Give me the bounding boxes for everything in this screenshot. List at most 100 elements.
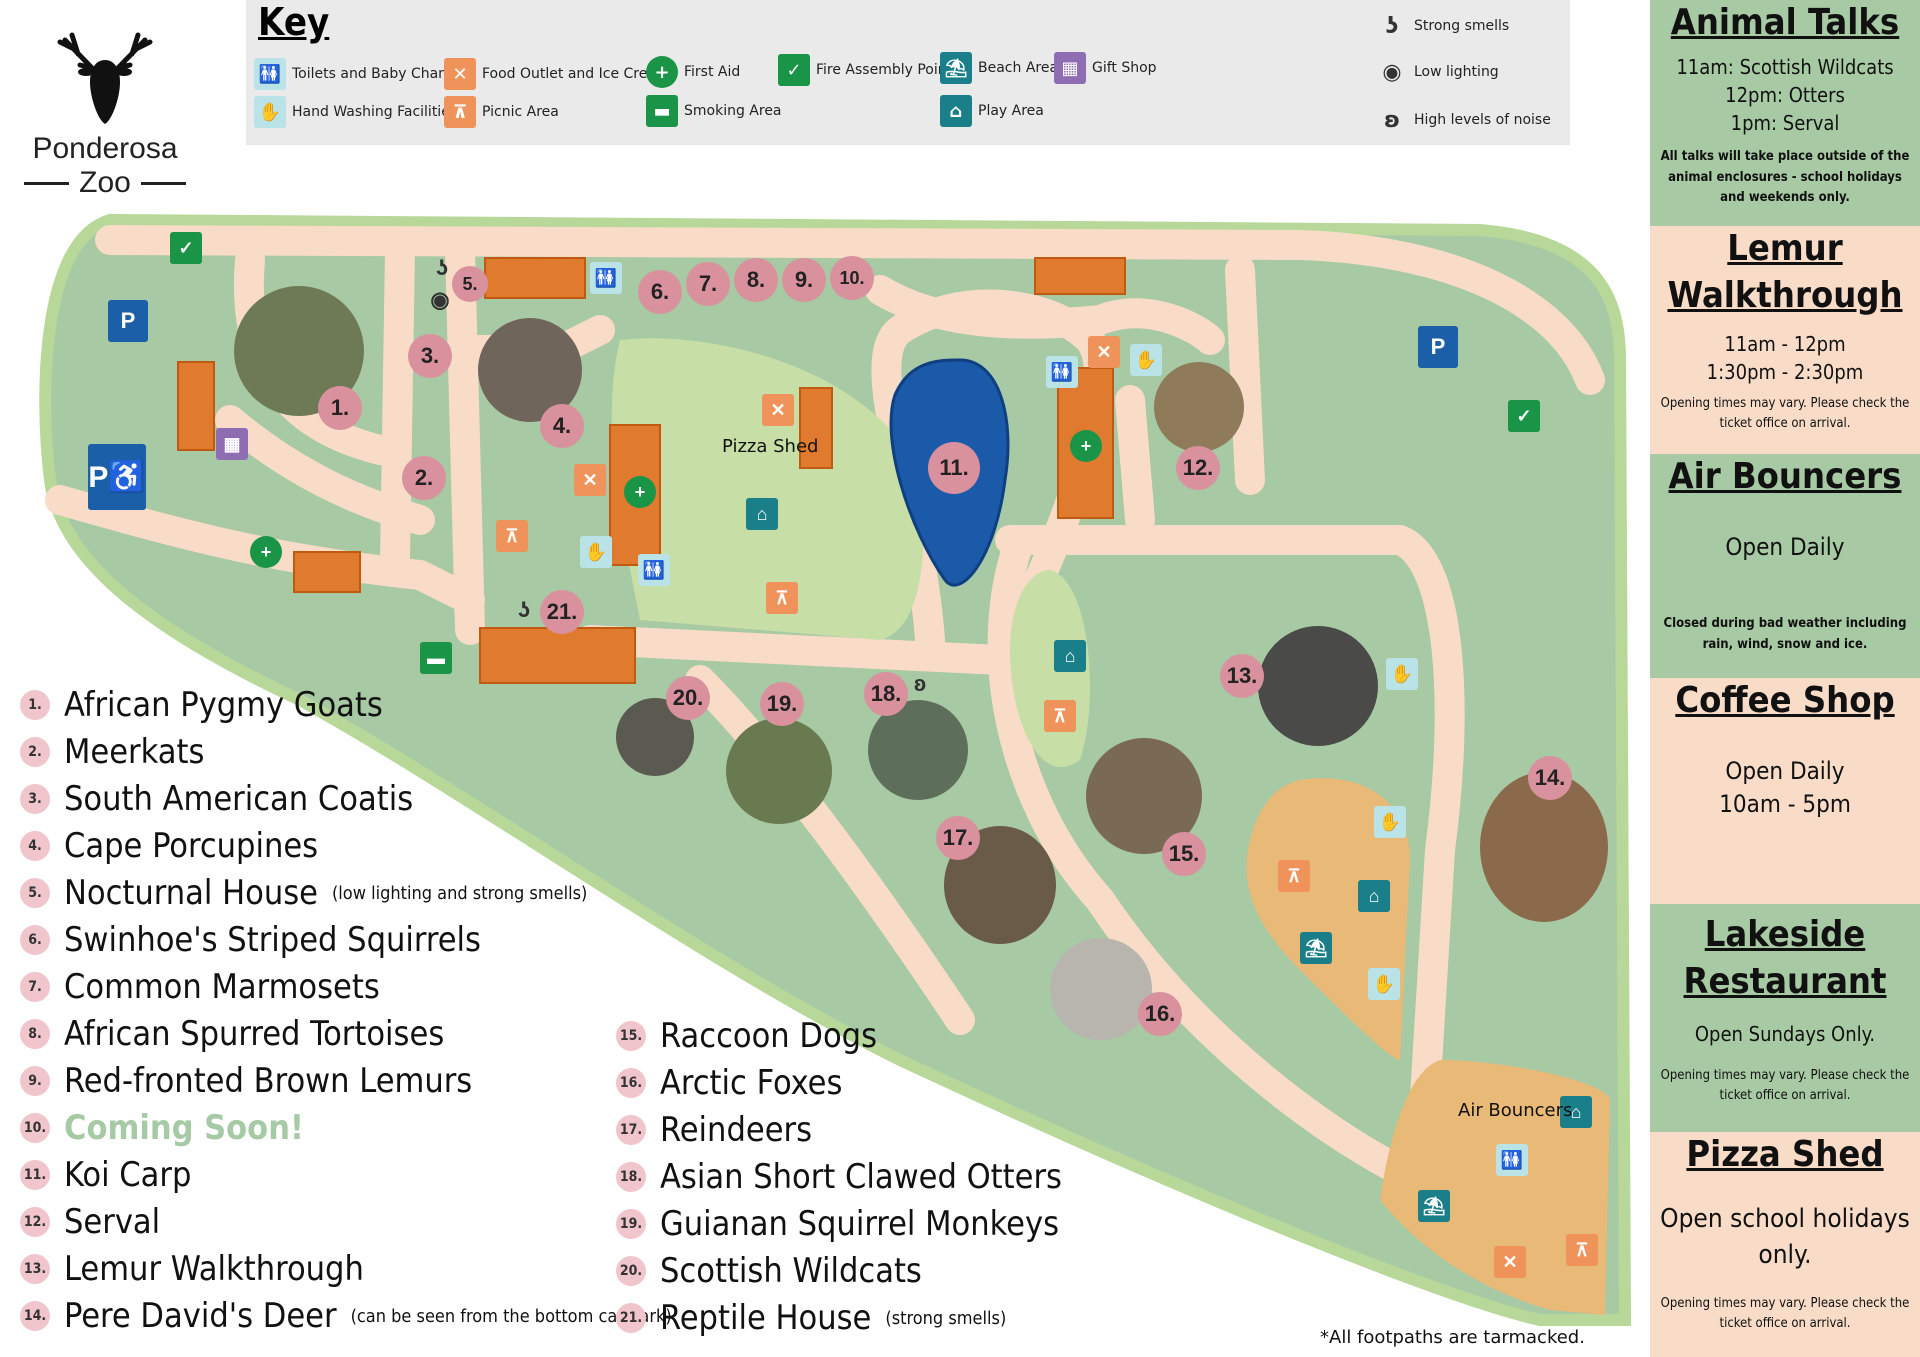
map-key: Key 🚻Toilets and Baby Change ✋Hand Washi… [246, 0, 1570, 145]
pin-16[interactable]: 16. [1138, 992, 1182, 1036]
squirrel-monkey-photo [726, 718, 832, 824]
parking-icon: P [1418, 326, 1458, 368]
food-outlet-icon: ✕ [1494, 1246, 1526, 1278]
fire-assembly-point-icon: ✓ [170, 232, 202, 264]
otter-photo [868, 700, 968, 800]
pin-20[interactable]: 20. [666, 676, 710, 720]
pin-6[interactable]: 6. [638, 270, 682, 314]
first-aid-icon: + [624, 476, 656, 508]
picnic-table-icon: ⊼ [1566, 1234, 1598, 1266]
hand-washing-icon: ✋ [1130, 344, 1162, 376]
key-low-lighting: ◉Low lighting [1376, 56, 1498, 88]
playground-icon: ⌂ [1560, 1096, 1592, 1128]
nose-icon: ʖ [517, 597, 531, 622]
legend-item: 12.Serval [20, 1202, 160, 1242]
food-outlet-icon: ✕ [444, 58, 476, 90]
fire-assembly-point-icon: ✓ [1508, 400, 1540, 432]
key-play: ⌂Play Area [940, 95, 1044, 127]
pin-12[interactable]: 12. [1176, 446, 1220, 490]
pin-13[interactable]: 13. [1220, 654, 1264, 698]
pin-15[interactable]: 15. [1162, 832, 1206, 876]
legend-item: 8.African Spurred Tortoises [20, 1014, 444, 1054]
legend-item: 5.Nocturnal House(low lighting and stron… [20, 873, 587, 913]
ear-icon: ʚ [1383, 107, 1401, 133]
toilets-icon: 🚻 [638, 554, 670, 586]
air-bouncers-panel: Air Bouncers Open Daily Closed during ba… [1650, 454, 1920, 678]
pin-17[interactable]: 17. [936, 816, 980, 860]
legend-item: 20.Scottish Wildcats [616, 1251, 922, 1291]
parking-icon: P [108, 300, 148, 342]
picnic-table-icon: ⊼ [1278, 860, 1310, 892]
arctic-fox-photo [1050, 938, 1152, 1040]
legend-item: 17.Reindeers [616, 1110, 812, 1150]
pin-5[interactable]: 5. [452, 266, 488, 302]
pin-18[interactable]: 18. [864, 672, 908, 716]
key-toilets: 🚻Toilets and Baby Change [254, 58, 465, 90]
air-bouncers-label: Air Bouncers [1458, 1100, 1573, 1121]
nose-icon: ʖ [435, 255, 449, 280]
hand-washing-icon: ✋ [1386, 658, 1418, 690]
pin-14[interactable]: 14. [1528, 756, 1572, 800]
picnic-table-icon: ⊼ [444, 96, 476, 128]
nose-icon: ʖ [1385, 13, 1399, 39]
hand-washing-icon: ✋ [1374, 806, 1406, 838]
gift-icon: ▦ [1054, 52, 1086, 84]
pin-3[interactable]: 3. [408, 334, 452, 378]
deer-head-icon [57, 32, 153, 124]
pin-1[interactable]: 1. [318, 386, 362, 430]
toilets-icon: 🚻 [254, 58, 286, 90]
legend-item: 14.Pere David's Deer(can be seen from th… [20, 1296, 672, 1336]
zoo-logo: Ponderosa Zoo [10, 20, 200, 199]
pin-19[interactable]: 19. [760, 682, 804, 726]
smoking-icon: ▬ [420, 642, 452, 674]
eye-icon: ◉ [1382, 59, 1402, 85]
legend-item: 9.Red-fronted Brown Lemurs [20, 1061, 472, 1101]
legend-item: 10.Coming Soon! [20, 1108, 304, 1148]
key-hand-washing: ✋Hand Washing Facilities [254, 96, 457, 128]
legend-item: 4.Cape Porcupines [20, 826, 318, 866]
bucket-spade-icon: ⛱ [1300, 932, 1332, 964]
playground-icon: ⌂ [746, 498, 778, 530]
playground-icon: ⌂ [1054, 640, 1086, 672]
legend-item: 19.Guianan Squirrel Monkeys [616, 1204, 1059, 1244]
checkmark-icon: ✓ [778, 54, 810, 86]
key-smoking: ▬Smoking Area [646, 95, 782, 127]
picnic-table-icon: ⊼ [496, 520, 528, 552]
pin-4[interactable]: 4. [540, 404, 584, 448]
pin-10[interactable]: 10. [830, 256, 874, 300]
serval-photo [1154, 362, 1244, 452]
legend-item: 11.Koi Carp [20, 1155, 191, 1195]
pin-21[interactable]: 21. [540, 590, 584, 634]
key-food: ✕Food Outlet and Ice Cream [444, 58, 670, 90]
bucket-spade-icon: ⛱ [940, 52, 972, 84]
first-aid-icon: + [646, 56, 678, 88]
animal-talks-title: Animal Talks [1670, 2, 1900, 43]
smoking-icon: ▬ [646, 95, 678, 127]
hand-washing-icon: ✋ [580, 536, 612, 568]
pin-7[interactable]: 7. [686, 262, 730, 306]
bucket-spade-icon: ⛱ [1418, 1190, 1450, 1222]
legend-item: 16.Arctic Foxes [616, 1063, 842, 1103]
lemur-photo [1258, 626, 1378, 746]
pin-9[interactable]: 9. [782, 258, 826, 302]
footnote: *All footpaths are tarmacked. [1320, 1327, 1585, 1348]
key-title: Key [258, 0, 330, 44]
legend-item: 21.Reptile House(strong smells) [616, 1298, 1006, 1338]
legend-item: 7.Common Marmosets [20, 967, 380, 1007]
key-first-aid: +First Aid [646, 56, 740, 88]
pin-2[interactable]: 2. [402, 456, 446, 500]
toilets-icon: 🚻 [590, 262, 622, 294]
playground-icon: ⌂ [940, 95, 972, 127]
pin-8[interactable]: 8. [734, 258, 778, 302]
accessible-parking-icon: P♿ [88, 444, 146, 510]
animal-talks-panel: Animal Talks 11am: Scottish Wildcats 12p… [1650, 0, 1920, 226]
picnic-table-icon: ⊼ [766, 582, 798, 614]
pin-11[interactable]: 11. [928, 442, 980, 494]
hand-washing-icon: ✋ [254, 96, 286, 128]
food-outlet-icon: ✕ [574, 464, 606, 496]
pizza-shed-label: Pizza Shed [722, 436, 819, 457]
ear-icon: ʚ [913, 671, 927, 696]
pizza-shed-panel: Pizza Shed Open school holidays only. Op… [1650, 1132, 1920, 1357]
